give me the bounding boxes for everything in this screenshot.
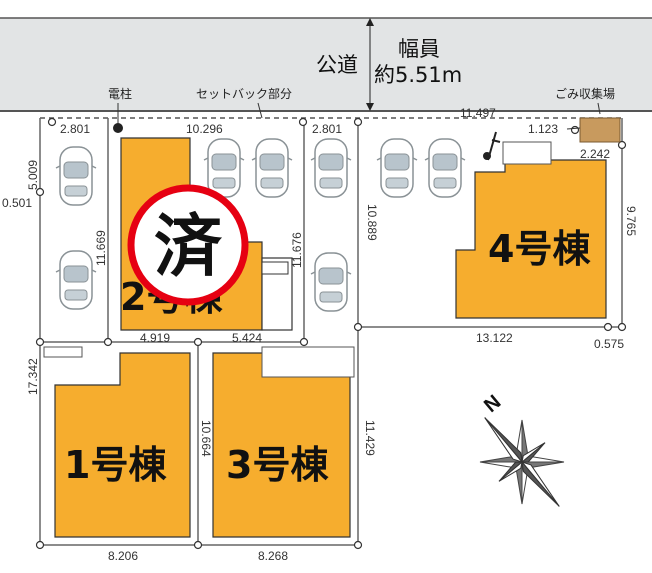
parking-car-icon [55,250,97,310]
garbage-label: ごみ収集場 [555,86,615,101]
building-4-porch [502,141,552,165]
building-1-label: 1号棟 [64,443,167,487]
dim-10889: 10.889 [365,204,379,241]
parking-car-icon [310,252,352,312]
building-3-porch [261,346,355,378]
dim-2801-left: 2.801 [60,122,90,136]
sold-stamp-text: 済 [154,208,223,287]
pole-label: 電柱 [108,86,132,101]
dim-2801-mid: 2.801 [312,122,342,136]
building-1-porch [43,346,83,358]
setback-label: セットバック部分 [196,86,292,101]
road-label: 公道 [316,53,358,77]
dim-1123-leader [566,127,581,130]
north-label: N [480,391,505,417]
parking-car-icon [310,138,352,198]
parking-car-icon [203,138,245,198]
boundary-markers [35,117,627,550]
building-3-label: 3号棟 [226,443,329,487]
road-width-value: 約5.51m [374,63,462,87]
dim-5009: 5.009 [26,160,40,190]
dim-5424: 5.424 [232,331,262,345]
dim-11676: 11.676 [290,232,304,268]
garbage-leader [597,102,601,115]
dim-11429: 11.429 [363,420,377,456]
building-2-porch [261,261,289,275]
dim-0501: 0.501 [2,196,32,210]
building-4-label: 4号棟 [488,227,591,271]
dim-10296: 10.296 [186,122,223,136]
dim-4919: 4.919 [140,331,170,345]
parking-car-icon [251,138,293,198]
dim-17342: 17.342 [26,358,40,395]
arrow-head-bottom [366,103,374,111]
parking-car-icon [424,138,466,198]
dim-11497: 11.497 [460,106,496,120]
road-width-label: 幅員 [398,37,440,61]
compass-icon [479,417,565,507]
arrow-head-top [366,18,374,26]
utility-pole-icon [113,123,123,133]
dim-8268: 8.268 [258,549,288,563]
dim-2242: 2.242 [580,147,610,161]
dim-1123: 1.123 [528,122,558,136]
building-4 [455,159,607,319]
sold-stamp [127,184,249,306]
parking-car-icon [55,146,97,206]
dim-9765: 9.765 [624,206,638,236]
dim-0575: 0.575 [594,337,624,351]
dim-10664: 10.664 [199,420,213,457]
dim-11669: 11.669 [94,230,108,266]
parking-car-icon [376,138,418,198]
garbage-area [579,117,621,143]
building-1 [54,352,191,538]
setback-leader [257,102,263,119]
dim-8206: 8.206 [108,549,138,563]
public-road [0,18,652,111]
lot-boundaries [39,118,623,546]
water-tap-icon [483,131,501,161]
dim-13122: 13.122 [476,331,513,345]
